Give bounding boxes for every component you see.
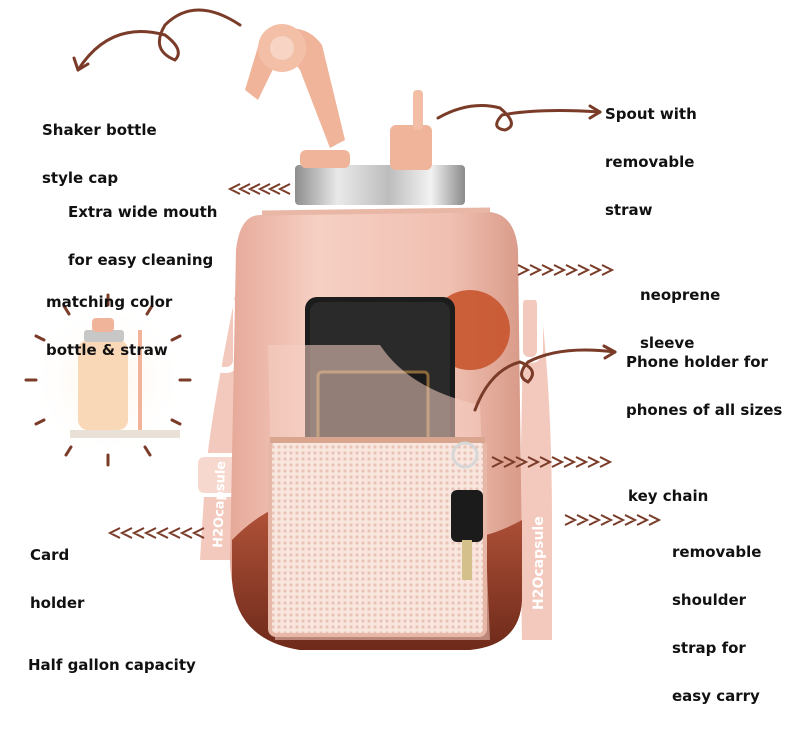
callout-keychain: key chain: [628, 456, 708, 536]
callout-phone-line: Phone holder for: [626, 353, 768, 371]
callout-sleeve-line: sleeve: [640, 334, 695, 352]
callout-phone-line: phones of all sizes: [626, 401, 783, 419]
callout-capacity: Half gallon capacity: [28, 625, 196, 705]
callout-card-line: Card: [30, 546, 70, 564]
callout-sleeve: neoprene sleeve: [640, 255, 720, 383]
product-infographic: H2Ocapsule H2Ocapsule: [24, 8, 782, 704]
bottle-cap: [245, 24, 465, 205]
callout-phone: Phone holder for phones of all sizes: [626, 322, 782, 450]
strap-brand-right: H2Ocapsule: [531, 516, 547, 610]
callout-strap: removable shoulder strap for easy carry: [672, 512, 761, 736]
callout-strap-line: removable: [672, 543, 762, 561]
callout-spout: Spout with removable straw: [605, 74, 697, 250]
curved-arrow-icon: [72, 8, 617, 412]
callout-mouth: Extra wide mouth for easy cleaning: [68, 172, 217, 300]
callout-matching: matching color bottle & straw: [46, 262, 172, 390]
callout-card-line: holder: [30, 594, 85, 612]
callout-cap-line: Shaker bottle: [42, 121, 157, 139]
key-chain: [451, 441, 483, 580]
callout-spout-line: Spout with: [605, 105, 697, 123]
callout-cap: Shaker bottle style cap: [42, 90, 157, 218]
callout-spout-line: straw: [605, 201, 653, 219]
callout-capacity-line: Half gallon capacity: [28, 656, 196, 674]
callout-cap-line: style cap: [42, 169, 119, 187]
callout-strap-line: easy carry: [672, 687, 760, 705]
callout-keychain-line: key chain: [628, 487, 709, 505]
strap-brand-left: H2Ocapsule: [211, 460, 229, 548]
callout-matching-line: bottle & straw: [46, 341, 168, 359]
callout-strap-line: shoulder: [672, 591, 747, 609]
shoulder-strap-right: H2Ocapsule: [517, 292, 552, 640]
callout-strap-line: strap for: [672, 639, 746, 657]
callout-card: Card holder: [30, 515, 84, 643]
callout-sleeve-line: neoprene: [640, 286, 721, 304]
callout-mouth-line: Extra wide mouth: [68, 203, 218, 221]
callout-mouth-line: for easy cleaning: [68, 251, 214, 269]
chevron-right-icon: [107, 183, 662, 539]
front-pocket: [268, 345, 490, 640]
matching-bottle-thumbnail: [24, 293, 192, 467]
callout-matching-line: matching color: [46, 293, 173, 311]
callout-spout-line: removable: [605, 153, 695, 171]
product-photo: H2Ocapsule H2Ocapsule: [24, 8, 662, 650]
